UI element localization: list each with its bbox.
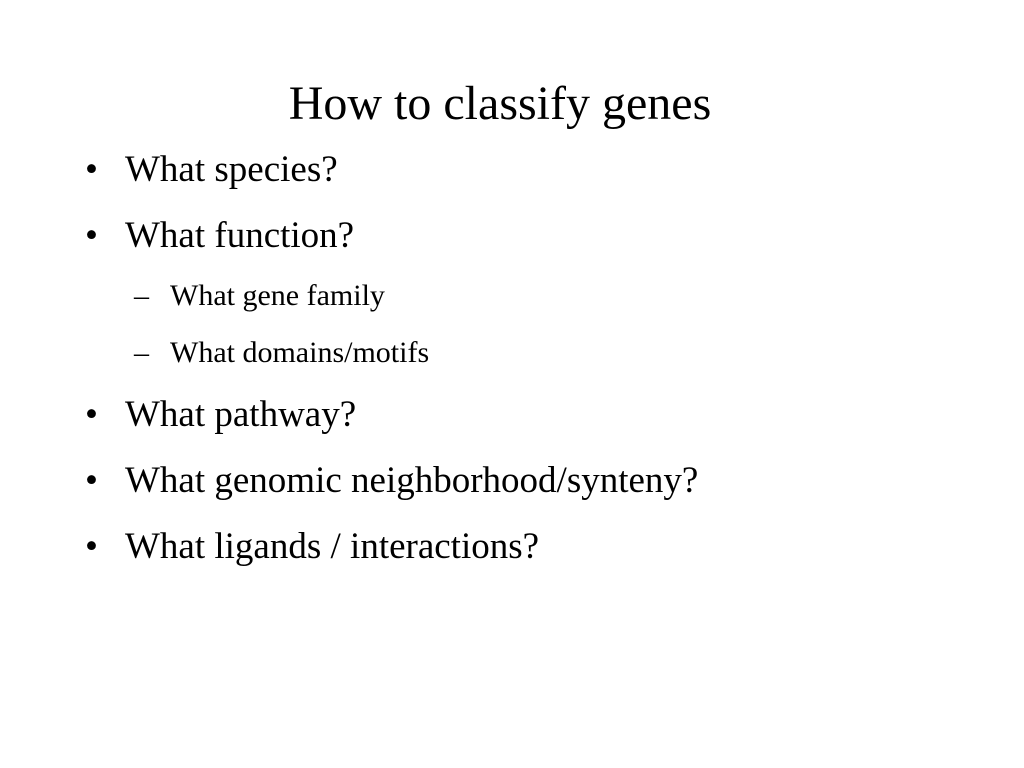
slide-title: How to classify genes [288,77,712,130]
bullet-item-species: • What species? [85,148,338,192]
bullet-text: What function? [125,215,355,256]
bullet-item-genomic-neighborhood: • What genomic neighborhood/synteny? [85,459,698,503]
bullet-text: What genomic neighborhood/synteny? [125,460,699,501]
dash-marker: – [134,279,149,312]
bullet-marker: • [85,526,98,567]
bullet-text: What species? [125,149,338,190]
bullet-marker: • [85,149,98,190]
dash-marker: – [134,336,149,369]
bullet-item-ligands-interactions: • What ligands / interactions? [85,525,539,569]
bullet-item-pathway: • What pathway? [85,393,356,437]
bullet-marker: • [85,215,98,256]
bullet-marker: • [85,460,98,501]
bullet-marker: • [85,394,98,435]
sub-item-gene-family: –What gene family [134,278,385,314]
bullet-text: What ligands / interactions? [125,526,540,567]
sub-item-text: What gene family [170,279,385,312]
bullet-text: What pathway? [125,394,357,435]
sub-item-domains-motifs: –What domains/motifs [134,335,429,371]
bullet-item-function: • What function? [85,214,354,258]
sub-item-text: What domains/motifs [170,336,430,369]
